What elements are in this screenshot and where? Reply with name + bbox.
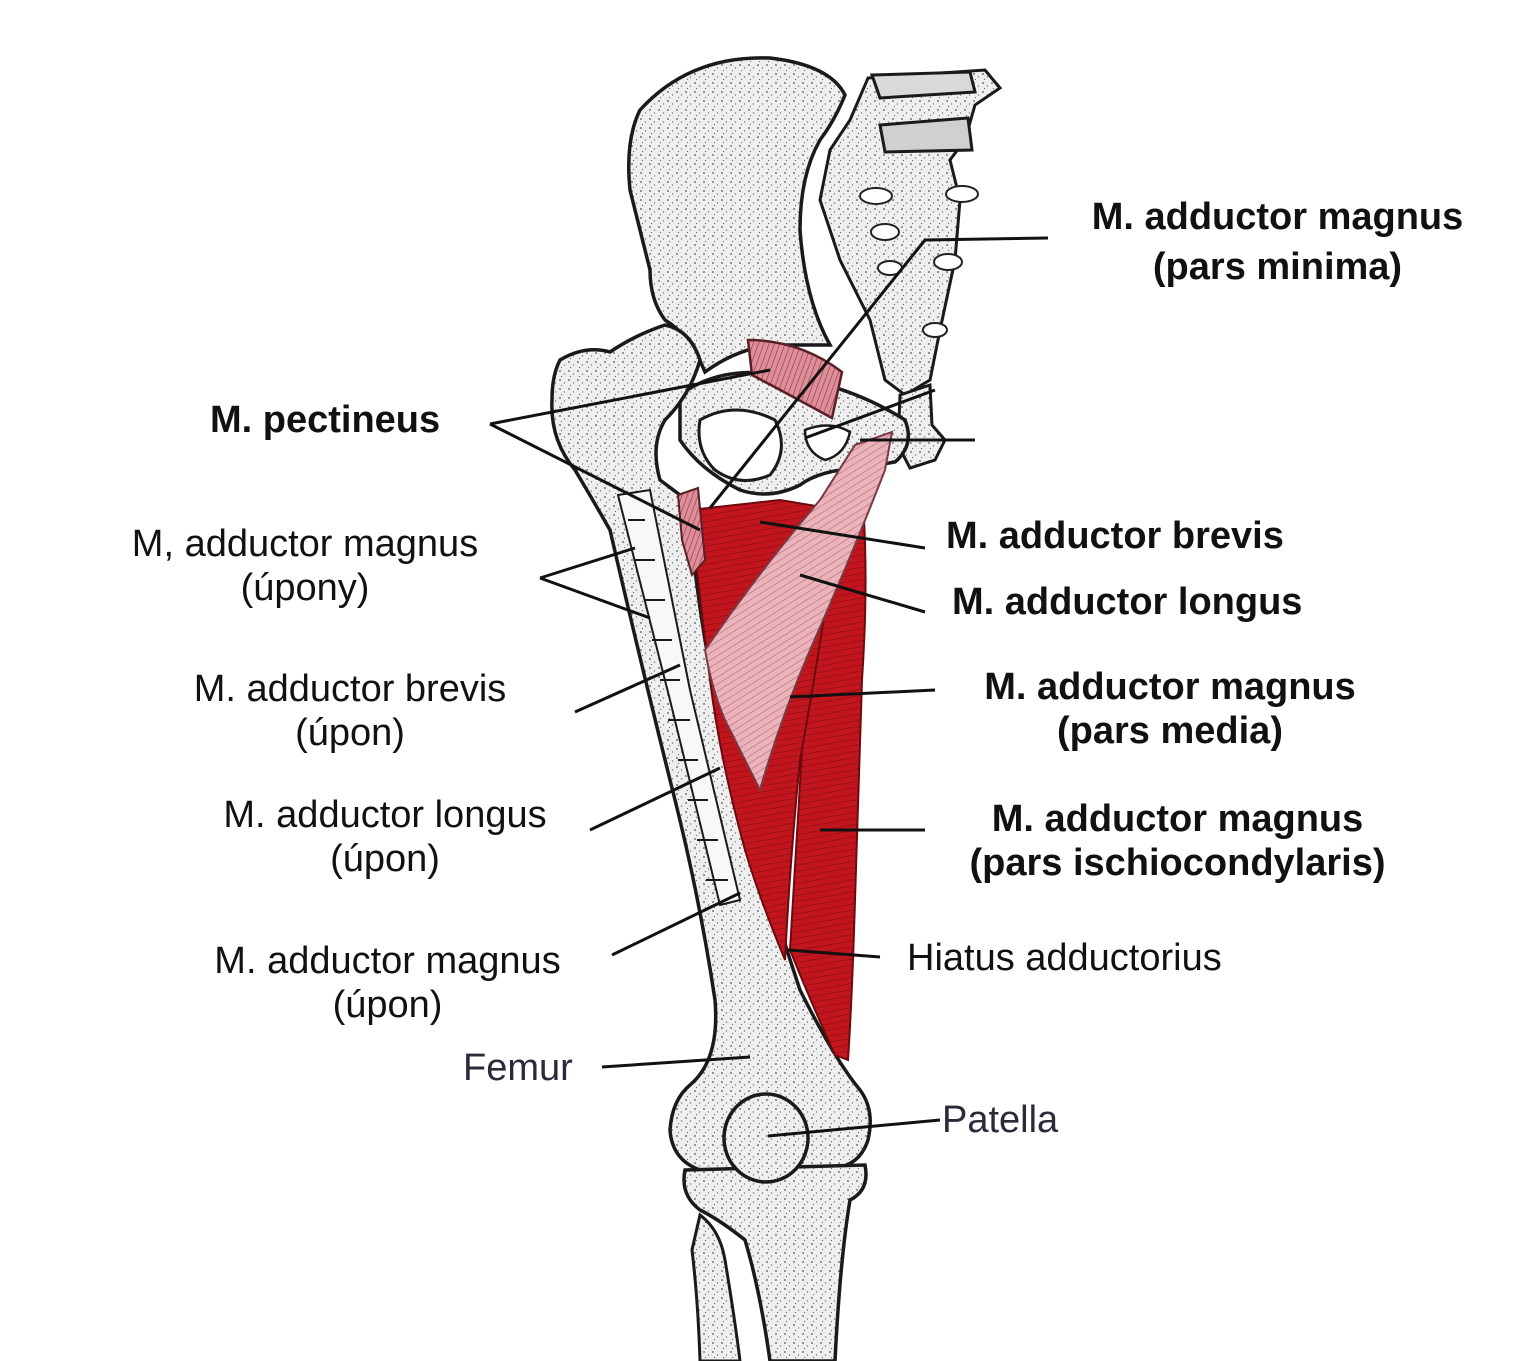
label-line: M. adductor longus xyxy=(952,581,1303,623)
leader-adductor-longus xyxy=(799,573,926,614)
leader-magnus-upon xyxy=(611,891,741,957)
label-longus-upon: M. adductor longus (úpon) xyxy=(195,793,575,881)
hip-bone xyxy=(627,56,911,496)
label-line: M. adductor magnus xyxy=(214,940,561,982)
muscle-adductor-magnus-minima xyxy=(676,486,707,578)
label-line: Patella xyxy=(942,1099,1059,1141)
label-pectineus: M. pectineus xyxy=(210,398,440,442)
label-line: M. adductor magnus xyxy=(991,798,1364,840)
leader-brevis-upon xyxy=(574,663,681,714)
label-brevis-upon: M. adductor brevis (úpon) xyxy=(160,667,540,755)
label-hiatus-adductorius: Hiatus adductorius xyxy=(907,936,1222,980)
leader-adductor-magnus-media xyxy=(789,688,936,699)
leader-longus-upon xyxy=(589,766,721,832)
leader-patella xyxy=(767,1118,941,1138)
leader-lines xyxy=(489,236,1049,1138)
sacral-foramen xyxy=(945,185,979,203)
patella-bone xyxy=(722,1092,810,1184)
sacrum xyxy=(818,68,1003,470)
label-adductor-magnus-ischio: M. adductor magnus (pars ischiocondylari… xyxy=(930,797,1425,885)
leader-magnus-upony xyxy=(539,546,636,580)
femur-bone xyxy=(550,323,872,1172)
label-line: M. adductor brevis xyxy=(946,515,1284,557)
leader-magnus-upony xyxy=(539,576,651,620)
label-line: M. adductor longus xyxy=(223,794,547,836)
leader-pectineus xyxy=(489,368,771,426)
label-line: (pars ischiocondylaris) xyxy=(969,842,1386,884)
label-adductor-longus: M. adductor longus xyxy=(952,580,1302,624)
label-line: (pars minima) xyxy=(1152,246,1403,288)
leader-adductor-magnus-minima xyxy=(708,236,1049,509)
lower-leg-bones xyxy=(682,1163,868,1361)
label-patella: Patella xyxy=(942,1098,1058,1142)
leader-pectineus xyxy=(489,422,701,532)
sacral-foramen xyxy=(870,223,900,241)
label-line: M. adductor magnus xyxy=(1091,196,1464,238)
label-adductor-magnus-media: M. adductor magnus (pars media) xyxy=(945,665,1395,753)
leader-adductor-brevis xyxy=(759,520,926,550)
sacral-foramen xyxy=(933,253,963,271)
label-line: M. adductor brevis xyxy=(193,668,507,710)
sacral-foramen xyxy=(922,322,948,338)
label-line: Femur xyxy=(463,1047,573,1089)
muscles xyxy=(676,338,894,1062)
label-femur: Femur xyxy=(463,1046,573,1090)
muscle-adductor-magnus-ischiocondylaris xyxy=(788,468,867,1062)
label-adductor-brevis: M. adductor brevis xyxy=(946,514,1284,558)
label-line: (úpon) xyxy=(332,984,443,1026)
leader-minima-2 xyxy=(804,388,936,440)
label-line: M. adductor magnus xyxy=(984,666,1356,708)
label-magnus-upon: M. adductor magnus (úpon) xyxy=(175,939,600,1027)
label-line: (úpon) xyxy=(330,838,440,880)
leader-femur xyxy=(601,1055,751,1069)
label-line: (úpony) xyxy=(240,567,370,609)
label-line: M, adductor magnus xyxy=(131,523,479,565)
label-line: (pars media) xyxy=(1057,710,1283,752)
label-magnus-upony: M, adductor magnus (úpony) xyxy=(95,522,515,610)
leader-hiatus xyxy=(787,948,881,959)
sacral-foramen xyxy=(859,187,893,205)
label-adductor-magnus-minima: M. adductor magnus (pars minima) xyxy=(1050,195,1505,289)
muscle-pectineus xyxy=(746,338,844,420)
label-line: Hiatus adductorius xyxy=(907,937,1222,979)
label-line: M. pectineus xyxy=(210,399,441,441)
label-line: (úpon) xyxy=(295,712,405,754)
